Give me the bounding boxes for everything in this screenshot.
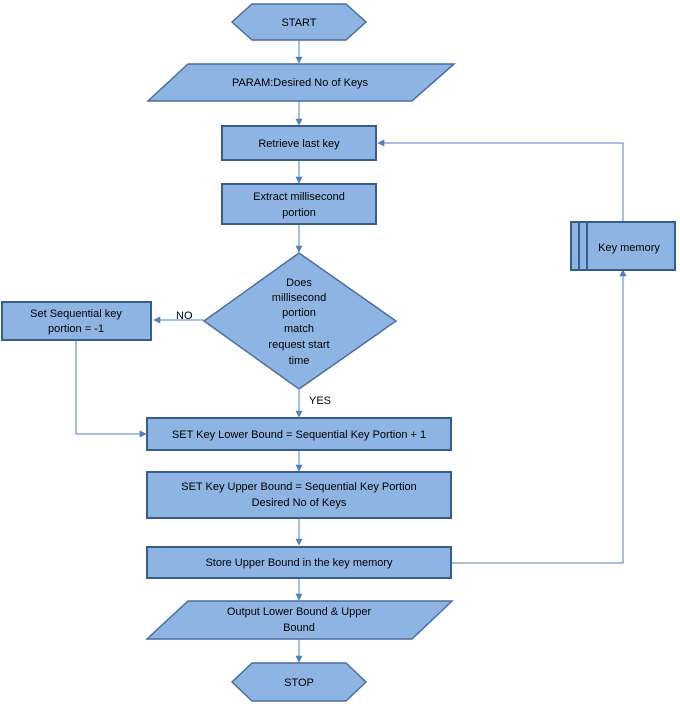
key-memory-label: Key memory [598,242,660,254]
decision-label-line6: time [289,355,310,367]
edge-setseq-to-lower [75,340,147,438]
set-lower-label: SET Key Lower Bound = Sequential Key Por… [172,429,426,441]
node-store: Store Upper Bound in the key memory [146,546,452,579]
edge-keymemory-to-retrieve [377,139,624,222]
extract-label-line2: portion [282,207,316,219]
node-decision: Does millisecond portion match request s… [202,252,398,390]
edge-label-no: NO [176,310,193,322]
node-set-sequential: Set Sequential key portion = -1 [1,301,152,341]
node-output: Output Lower Bound & Upper Bound [145,600,454,640]
node-set-upper-bound: SET Key Upper Bound = Sequential Key Por… [146,471,452,519]
retrieve-label: Retrieve last key [258,138,340,150]
decision-label-line4: match [284,323,314,335]
set-upper-label-line1: SET Key Upper Bound = Sequential Key Por… [181,481,417,493]
decision-label-line5: request start [268,339,329,351]
node-param: PARAM:Desired No of Keys [146,63,456,102]
set-upper-label-line2: Desired No of Keys [252,497,347,509]
connectors [75,40,627,663]
node-set-lower-bound: SET Key Lower Bound = Sequential Key Por… [146,417,452,451]
decision-label-line1: Does [286,277,312,289]
edge-store-to-keymemory [451,269,627,564]
stop-label: STOP [284,677,314,689]
node-start: START [230,3,368,41]
node-extract: Extract millisecond portion [221,183,377,225]
start-label: START [281,17,316,29]
output-label-line1: Output Lower Bound & Upper [227,606,372,618]
decision-label-line2: millisecond [272,292,326,304]
decision-label-line3: portion [282,307,316,319]
edge-label-yes: YES [309,395,331,407]
node-key-memory: Key memory [570,221,676,271]
output-label-line2: Bound [283,622,315,634]
set-seq-label-line1: Set Sequential key [30,308,122,320]
store-label: Store Upper Bound in the key memory [205,557,393,569]
set-seq-label-line2: portion = -1 [48,323,104,335]
param-label: PARAM:Desired No of Keys [232,77,369,89]
extract-label-line1: Extract millisecond [253,191,345,203]
node-stop: STOP [230,662,368,702]
node-retrieve: Retrieve last key [221,125,377,161]
